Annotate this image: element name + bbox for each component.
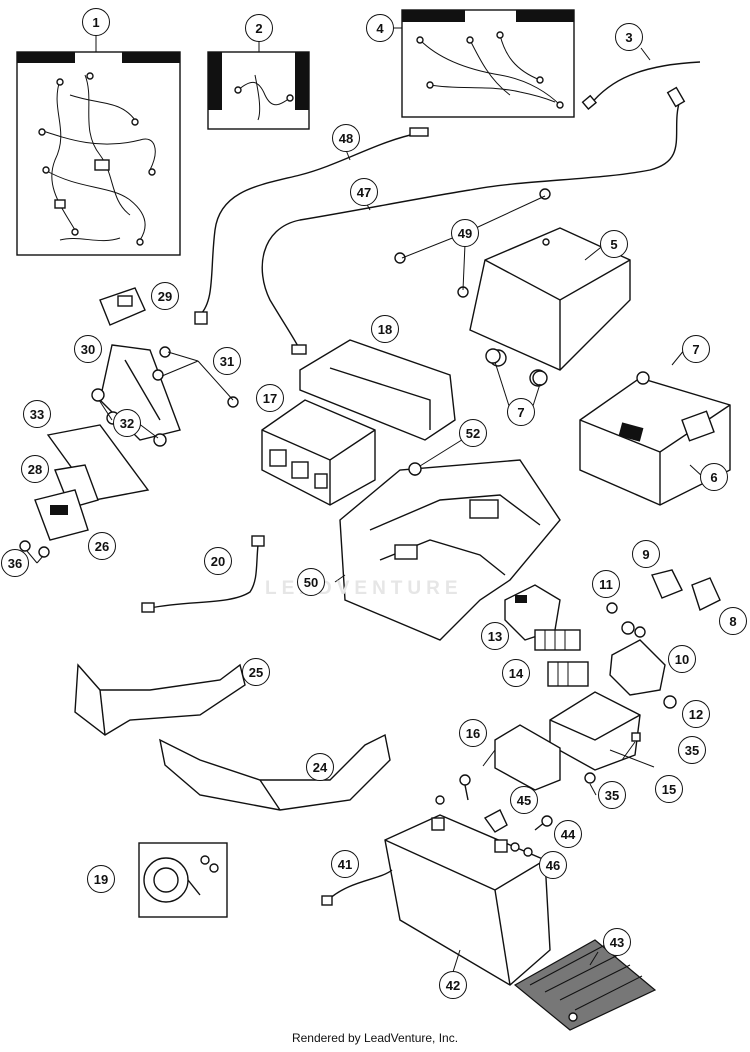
callout-2[interactable]: 2 — [245, 14, 273, 42]
callout-16[interactable]: 16 — [459, 719, 487, 747]
callout-29[interactable]: 29 — [151, 282, 179, 310]
battery-pad — [513, 939, 657, 1031]
fuses-14 — [534, 629, 589, 687]
callout-47[interactable]: 47 — [350, 178, 378, 206]
bolt-upper — [435, 774, 471, 805]
guard-24 — [159, 733, 391, 811]
callout-4[interactable]: 4 — [366, 14, 394, 42]
cover-18 — [299, 339, 456, 441]
cable-3 — [581, 47, 701, 111]
callout-48[interactable]: 48 — [332, 124, 360, 152]
footer-credit: Rendered by LeadVenture, Inc. — [291, 1031, 459, 1045]
callout-24[interactable]: 24 — [306, 753, 334, 781]
callout-1[interactable]: 1 — [82, 8, 110, 36]
battery-cables — [194, 86, 686, 355]
callout-11[interactable]: 11 — [592, 570, 620, 598]
callout-43[interactable]: 43 — [603, 928, 631, 956]
module-17 — [261, 399, 376, 506]
callout-30[interactable]: 30 — [74, 335, 102, 363]
callout-12[interactable]: 12 — [682, 700, 710, 728]
callout-19[interactable]: 19 — [87, 865, 115, 893]
screws-49 — [394, 188, 551, 298]
callout-32[interactable]: 32 — [113, 409, 141, 437]
nut-52 — [408, 462, 422, 476]
bolt-35 — [584, 772, 596, 784]
callout-6[interactable]: 6 — [700, 463, 728, 491]
callout-46[interactable]: 46 — [539, 851, 567, 879]
nut-46 — [510, 842, 533, 857]
callout-14[interactable]: 14 — [502, 659, 530, 687]
fasteners-11 — [606, 602, 646, 638]
callout-33[interactable]: 33 — [23, 400, 51, 428]
ecu-unit — [579, 371, 731, 506]
callout-42[interactable]: 42 — [439, 971, 467, 999]
callout-8[interactable]: 8 — [719, 607, 747, 635]
callout-9[interactable]: 9 — [632, 540, 660, 568]
lead-41 — [321, 869, 393, 906]
horn — [138, 842, 228, 918]
battery — [384, 814, 551, 986]
callout-31[interactable]: 31 — [213, 347, 241, 375]
callout-18[interactable]: 18 — [371, 315, 399, 343]
callout-25[interactable]: 25 — [242, 658, 270, 686]
fuse-box-15 — [549, 691, 641, 771]
connector-8 — [691, 577, 721, 611]
callout-17[interactable]: 17 — [256, 384, 284, 412]
callout-20[interactable]: 20 — [204, 547, 232, 575]
watermark-text: LEADVENTURE — [265, 578, 463, 599]
engine-harness — [394, 9, 575, 118]
callout-28[interactable]: 28 — [21, 455, 49, 483]
callout-10[interactable]: 10 — [668, 645, 696, 673]
sub-harness — [207, 40, 310, 130]
callout-7b[interactable]: 7 — [507, 398, 535, 426]
relay-mount-29 — [99, 287, 146, 326]
callout-45[interactable]: 45 — [510, 786, 538, 814]
callout-52[interactable]: 52 — [459, 419, 487, 447]
callout-41[interactable]: 41 — [331, 850, 359, 878]
screws-36 — [19, 540, 50, 558]
callout-35b[interactable]: 35 — [598, 781, 626, 809]
callout-50[interactable]: 50 — [297, 568, 325, 596]
callout-5[interactable]: 5 — [600, 230, 628, 258]
guard-25 — [74, 663, 246, 736]
callout-44[interactable]: 44 — [554, 820, 582, 848]
callout-7a[interactable]: 7 — [682, 335, 710, 363]
callout-13[interactable]: 13 — [481, 622, 509, 650]
bolt-44 — [534, 815, 553, 831]
callout-15[interactable]: 15 — [655, 775, 683, 803]
main-wiring-harness — [16, 34, 181, 256]
callout-3[interactable]: 3 — [615, 23, 643, 51]
terminal-45 — [483, 809, 508, 833]
callout-26[interactable]: 26 — [88, 532, 116, 560]
module-16 — [494, 724, 561, 791]
callout-36[interactable]: 36 — [1, 549, 29, 577]
relay-10 — [609, 639, 666, 696]
clip-12 — [663, 695, 677, 709]
callout-49[interactable]: 49 — [451, 219, 479, 247]
callout-35a[interactable]: 35 — [678, 736, 706, 764]
sensor-cable-20 — [141, 535, 265, 613]
connector-9 — [651, 569, 683, 599]
holder-26 — [34, 489, 89, 541]
grommets-7 — [485, 348, 548, 386]
